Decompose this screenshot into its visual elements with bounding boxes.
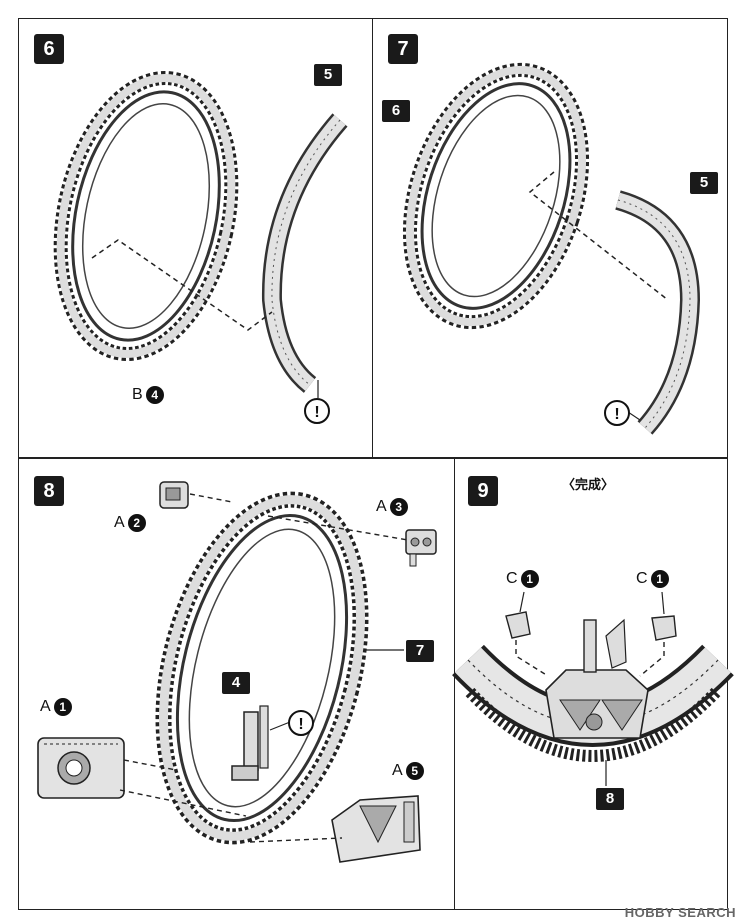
watermark: HOBBY SEARCH [624, 905, 736, 920]
step-8-guide-a2 [189, 493, 233, 503]
step-9-part-c1-right-label: C 1 [636, 570, 669, 588]
step-6-warning-icon: ! [304, 398, 330, 424]
step-7-arc-part [615, 190, 701, 435]
step-9-part-c1-left-label: C 1 [506, 570, 539, 588]
step-8-part-a3 [405, 529, 437, 567]
step-8-part-a5-label: A 5 [392, 762, 424, 780]
part-letter: C [636, 570, 648, 587]
step-8-guide-a1-bottom [119, 789, 247, 817]
step-6-ring [53, 71, 239, 361]
part-number: 4 [145, 386, 164, 404]
part-number: 2 [127, 514, 146, 532]
step-7-number: 7 [388, 34, 418, 64]
step-9-guide-right [639, 642, 665, 677]
step-9-c1-right-leader [661, 591, 665, 615]
part-number: 1 [53, 698, 72, 716]
part-number: 3 [389, 498, 408, 516]
step-8-part-a3-label: A 3 [376, 498, 408, 516]
step-8-warn-leader [269, 721, 291, 731]
part-number: 5 [405, 762, 424, 780]
part-letter: A [392, 762, 403, 779]
step-8-part-a5 [331, 795, 421, 863]
step-8-guide-a5 [249, 837, 343, 843]
step-7-ring [402, 62, 590, 330]
step-6-tag-5: 5 [314, 64, 342, 86]
part-letter: A [114, 514, 125, 531]
step-7-tag-5: 5 [690, 172, 718, 194]
part-number: 1 [650, 570, 669, 588]
part-letter: B [132, 386, 143, 403]
step-9-caption: 〈完成〉 [562, 477, 615, 492]
step-8-part-4 [231, 705, 269, 781]
part-letter: A [376, 498, 387, 515]
step-7-tag-6: 6 [382, 100, 410, 122]
step-8-guide-a3 [267, 515, 409, 541]
step-7-warn-leader [627, 411, 641, 421]
step-9-c1-left-leader [519, 591, 525, 613]
part-number: 1 [520, 570, 539, 588]
step-9-part-c1-right [651, 615, 677, 641]
step-8-part-a1 [37, 737, 125, 799]
step-8-ring [155, 491, 369, 845]
step-9-center-mount [545, 618, 649, 739]
part-letter: C [506, 570, 518, 587]
step-7-guide-line [528, 171, 669, 301]
step-8-part-a2-label: A 2 [114, 514, 146, 532]
part-letter: A [40, 698, 51, 715]
step-8-tag-4: 4 [222, 672, 250, 694]
step-7-warning-icon: ! [604, 400, 630, 426]
step-8-tag-7: 7 [406, 640, 434, 662]
step-8-part-a2 [159, 481, 189, 509]
step-9-tag-8: 8 [596, 788, 624, 810]
step-6-number: 6 [34, 34, 64, 64]
step-6-guide-line [91, 239, 273, 331]
step-8-part-a1-label: A 1 [40, 698, 72, 716]
step-8-warning-icon: ! [288, 710, 314, 736]
step-9-part-c1-left [505, 611, 531, 639]
step-6-part-b4: B 4 [132, 386, 164, 404]
step-9-number: 9 [468, 476, 498, 506]
step-6-arc-part [261, 113, 348, 393]
step-8-number: 8 [34, 476, 64, 506]
step-9-guide-left [515, 640, 549, 677]
